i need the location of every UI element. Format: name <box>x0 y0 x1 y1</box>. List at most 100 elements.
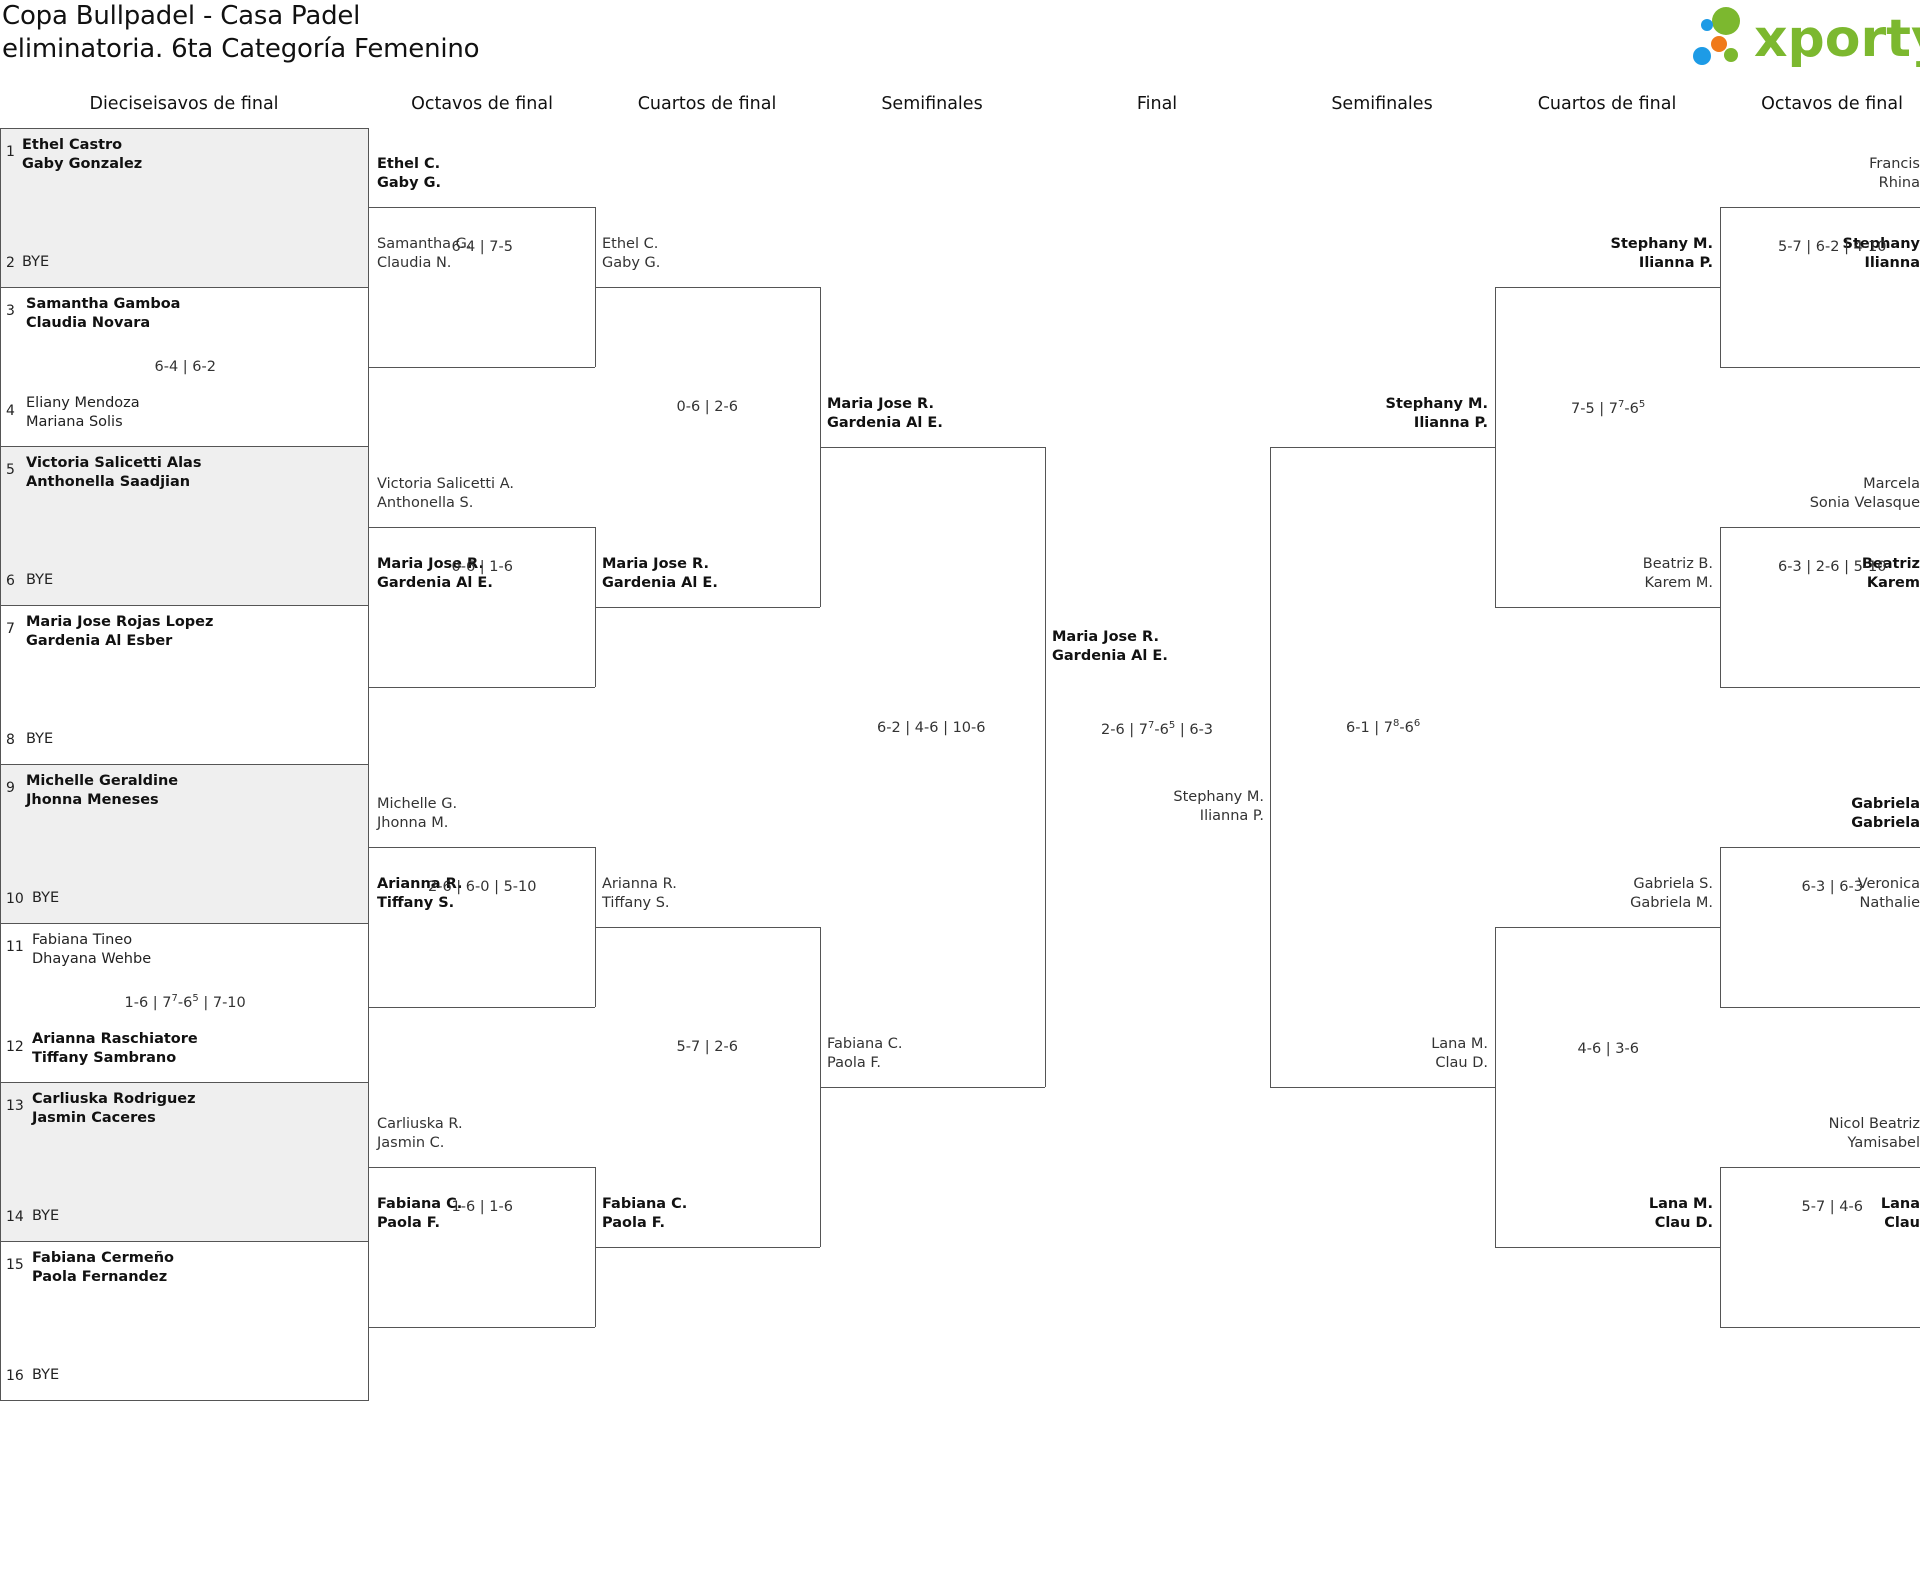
player-name: Carliuska R. <box>377 1116 463 1132</box>
player-name: Arianna R. <box>377 876 463 892</box>
bracket-line <box>369 207 595 208</box>
r16-team: Arianna R.Tiffany S. <box>377 875 587 913</box>
qf-team: Stephany M. Ilianna P. <box>1505 235 1713 273</box>
page-subtitle: eliminatoria. 6ta Categoría Femenino <box>2 34 480 64</box>
player-name: BYE <box>32 1208 60 1224</box>
player-name: Gardenia Al E. <box>602 575 718 591</box>
bracket-line <box>1495 927 1496 1247</box>
player-name: Clau D. <box>1435 1055 1488 1071</box>
r16-team: Michelle G.Jhonna M. <box>377 795 587 833</box>
player-name: Karem M. <box>1644 575 1713 591</box>
seed-number: 12 <box>6 1039 24 1055</box>
column-header: Octavos de final <box>1761 94 1903 114</box>
r16-score: 6-3 | 2-6 | 5-10 <box>1778 559 1887 575</box>
bracket-line <box>1270 447 1271 1087</box>
player-name: BYE <box>32 890 60 906</box>
player-name: Stephany M. <box>1385 396 1488 412</box>
bracket-line <box>820 1087 1045 1088</box>
bracket-line <box>369 527 595 528</box>
player-name: Fabiana Tineo <box>32 932 133 948</box>
player-name: Ilianna P. <box>1638 255 1713 271</box>
seed-number: 1 <box>6 144 15 160</box>
r32-match-box <box>0 128 369 288</box>
player-name: BYE <box>22 254 50 270</box>
qf-score: 0-6 | 2-6 <box>676 399 738 415</box>
player-name: Stephany M. <box>1610 236 1713 252</box>
player-name: Nathalie <box>1859 895 1920 911</box>
bracket-line <box>1720 1167 1721 1327</box>
bracket-line <box>369 1327 595 1328</box>
column-header: Semifinales <box>1331 94 1433 114</box>
bracket-line <box>1270 447 1495 448</box>
player-name: BYE <box>26 572 54 588</box>
player-name: Maria Jose R. <box>377 556 484 572</box>
player-name: Fabiana C. <box>602 1196 688 1212</box>
qf-team: Fabiana C. Paola F. <box>602 1195 812 1233</box>
player-name: Karem <box>1866 575 1920 591</box>
player-name: Nicol Beatriz <box>1828 1116 1920 1132</box>
r32-team: BYE <box>26 571 53 590</box>
r16-score: 2-6 | 6-0 | 5-10 <box>428 879 537 895</box>
bracket-line <box>1495 1247 1720 1248</box>
player-name: Victoria Salicetti A. <box>377 476 514 492</box>
player-name: Gardenia Al Esber <box>26 633 173 649</box>
r16-score: 1-6 | 1-6 <box>451 1199 513 1215</box>
r16-score: 5-7 | 4-6 <box>1801 1199 1863 1215</box>
player-name: Maria Jose R. <box>827 396 934 412</box>
player-name: Claudia Novara <box>26 315 151 331</box>
seed-number: 6 <box>6 573 15 589</box>
bracket-line <box>595 287 820 288</box>
player-name: Gabriela <box>1851 796 1920 812</box>
player-name: Eliany Mendoza <box>26 395 140 411</box>
seed-number: 8 <box>6 732 15 748</box>
player-name: Lana <box>1880 1196 1920 1212</box>
player-name: Gabriela <box>1851 815 1920 831</box>
qf-team: Lana M.Clau D. <box>1505 1195 1713 1233</box>
seed-number: 4 <box>6 403 15 419</box>
r32-match-box <box>0 446 369 606</box>
bracket-line <box>1495 287 1720 288</box>
player-name: Gabriela S. <box>1633 876 1713 892</box>
player-name: Ethel Castro <box>22 137 123 153</box>
bracket-line <box>1720 527 1721 687</box>
qf-team: Beatriz B.Karem M. <box>1505 555 1713 593</box>
player-name: Gardenia Al E. <box>1052 648 1168 664</box>
r16-score: 5-7 | 6-2 | 4-10 <box>1778 239 1887 255</box>
player-name: Arianna Raschiatore <box>32 1031 198 1047</box>
bracket-line <box>1720 207 1721 367</box>
column-header: Octavos de final <box>411 94 553 114</box>
sf-team: Maria Jose R.Gardenia Al E. <box>827 395 1037 433</box>
player-name: Paola Fernandez <box>32 1269 168 1285</box>
bracket-line <box>1270 1087 1495 1088</box>
seed-number: 13 <box>6 1098 24 1114</box>
player-name: Gaby G. <box>377 175 441 191</box>
player-name: Carliuska Rodriguez <box>32 1091 196 1107</box>
r32-team: BYE <box>32 1366 59 1385</box>
player-name: Gabriela M. <box>1630 895 1713 911</box>
bracket-line <box>369 1007 595 1008</box>
column-header: Dieciseisavos de final <box>89 94 279 114</box>
r16-team: Fabiana C.Paola F. <box>377 1195 587 1233</box>
player-name: BYE <box>26 731 54 747</box>
player-name: Paola F. <box>377 1215 441 1231</box>
r16-score: 6-3 | 6-3 <box>1801 879 1863 895</box>
player-name: Maria Jose Rojas Lopez <box>26 614 214 630</box>
player-name: Paola F. <box>602 1215 666 1231</box>
qf-score: 4-6 | 3-6 <box>1577 1041 1639 1057</box>
r32-team: BYE <box>22 253 49 272</box>
player-name: Yamisabel <box>1847 1135 1920 1151</box>
player-name: Samantha G. <box>377 236 472 252</box>
bracket-line <box>1720 1007 1920 1008</box>
player-name: Ethel C. <box>377 156 441 172</box>
seed-number: 15 <box>6 1257 24 1273</box>
seed-number: 2 <box>6 255 15 271</box>
player-name: Stephany <box>1842 236 1920 252</box>
final-score: 2-6 | 77-65 | 6-3 <box>1101 720 1214 738</box>
sf-score: 6-1 | 78-66 <box>1346 718 1421 736</box>
